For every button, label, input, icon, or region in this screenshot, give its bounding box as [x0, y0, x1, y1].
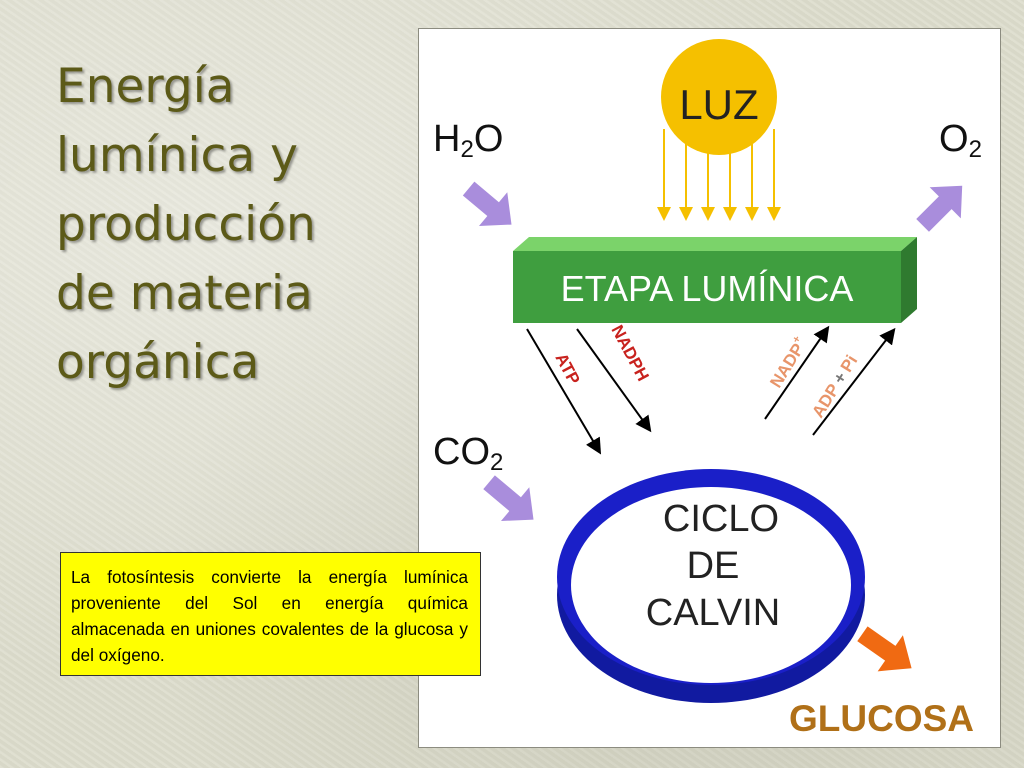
title-line-4: de materia: [56, 266, 313, 321]
glucose-label: GLUCOSA: [789, 698, 974, 739]
water-input-arrow: [462, 181, 512, 226]
info-text: La fotosíntesis convierte la energía lum…: [71, 567, 468, 665]
sun-label: LUZ: [679, 81, 758, 128]
calvin-cycle-ring: [557, 469, 865, 703]
calvin-label-line1: CICLO: [663, 498, 779, 540]
co2-input-arrow: [483, 475, 534, 521]
diagram-canvas: LUZ H2O O2 ETAPA LUMÍNICA ATP NADPH NADP…: [433, 39, 982, 739]
slide-title: Energía lumínica y producción de materia…: [56, 52, 376, 397]
light-stage-label: ETAPA LUMÍNICA: [561, 268, 854, 309]
adp-pi-label: ADP+Pi: [808, 352, 861, 421]
nadph-arrow: [576, 328, 652, 433]
atp-label: ATP: [551, 350, 583, 388]
atp-arrow: [526, 328, 602, 455]
sun-icon: [661, 39, 777, 155]
glucose-output-arrow: [857, 626, 912, 672]
nadp-arrow: [764, 325, 830, 420]
water-label: H2O: [433, 118, 503, 163]
calvin-label-line3: CALVIN: [646, 592, 780, 634]
co2-label: CO2: [433, 431, 503, 476]
calvin-label-line2: DE: [687, 545, 740, 587]
title-line-2: lumínica y: [56, 128, 298, 183]
adp-arrow: [812, 327, 896, 436]
info-box: La fotosíntesis convierte la energía lum…: [60, 552, 481, 676]
title-line-1: Energía: [56, 59, 235, 114]
light-stage-box: [513, 237, 917, 323]
oxygen-label: O2: [939, 118, 982, 163]
title-line-3: producción: [56, 197, 316, 252]
nadph-label: NADPH: [607, 322, 652, 384]
oxygen-output-arrow: [916, 185, 963, 232]
title-line-5: orgánica: [56, 335, 260, 390]
photosynthesis-diagram: LUZ H2O O2 ETAPA LUMÍNICA ATP NADPH NADP…: [418, 28, 1001, 748]
